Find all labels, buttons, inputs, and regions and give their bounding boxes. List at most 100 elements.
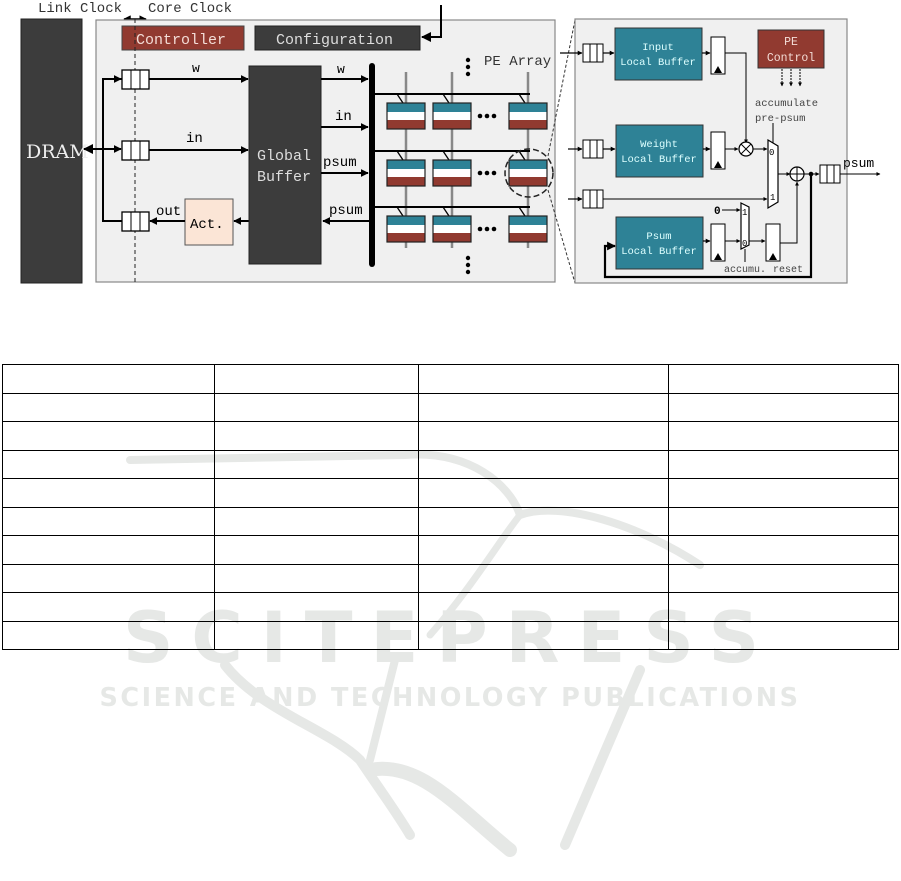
table-cell [418,364,669,394]
table-cell [214,506,419,536]
table-cell [418,506,669,536]
global-buffer-label-line1: Global [257,148,311,165]
table-cell [668,449,899,479]
adder-icon [789,166,805,182]
table-cell [668,535,899,565]
table-cell [668,506,899,536]
table-cell [214,364,419,394]
table-cell [668,592,899,622]
pe-tap-line [518,93,526,104]
mux-bottom-input-1: 1 [742,208,747,218]
watermark-swoosh [366,656,399,764]
weight-buffer-label-line1: Weight [640,139,678,151]
zero-constant: 0 [714,206,721,218]
table-row [2,592,899,622]
watermark-subtitle: SCIENCE AND TECHNOLOGY PUBLICATIONS [100,683,801,713]
pe-tap-line [396,206,404,217]
w-label-left: w [192,61,200,76]
weight-register [710,131,726,170]
processing-element [432,215,472,243]
pe-array-label: PE Array [484,54,551,70]
table-cell [214,392,419,422]
pe-input-fifo [582,43,604,63]
mux-top-input-1: 1 [770,193,775,203]
pe-control-label-line1: PE [784,36,798,49]
table-cell [214,563,419,593]
table-cell [214,421,419,451]
configuration-block [254,25,421,51]
table-row [2,620,899,650]
accumulator-register [765,223,781,262]
dram-label: DRAM [26,141,89,163]
accumulate-label: accumulate [755,98,818,110]
table-cell [214,592,419,622]
configuration-label: Configuration [276,32,393,49]
link-clock-label: Link Clock [38,1,122,17]
input-register [710,36,726,75]
pe-output-psum-label: psum [843,156,874,171]
weight-local-buffer [615,124,704,178]
pe-highlight-circle [504,148,554,198]
table-cell [2,535,215,565]
activation-label: Act. [190,217,224,233]
processing-element [508,102,548,130]
table-cell [668,364,899,394]
in-label-left: in [186,131,203,147]
configuration-input-arrow [421,5,442,42]
reset-label: reset [773,265,803,276]
processing-element [432,102,472,130]
pe-tap-line [396,93,404,104]
table-cell [2,563,215,593]
reset-mux [740,202,750,250]
table-cell [418,449,669,479]
pe-tap-line [442,93,450,104]
table-cell [2,592,215,622]
fifo-in [121,140,150,161]
weight-buffer-label-line2: Local Buffer [621,154,697,166]
table-cell [214,620,419,650]
table-cell [668,392,899,422]
table-cell [418,535,669,565]
watermark-swoosh [363,761,517,857]
pe-tap-line [518,206,526,217]
controller-block [121,25,245,51]
input-buffer-label-line1: Input [642,42,674,54]
processing-element [386,102,426,130]
pe-tap-line [442,206,450,217]
table-cell [2,478,215,508]
table-cell [214,449,419,479]
psum-register [710,223,726,262]
table-cell [418,620,669,650]
processing-element [386,215,426,243]
accumulator-to-adder [780,181,799,244]
pe-psum-in-fifo [582,189,604,209]
table-cell [214,535,419,565]
pe-output-fifo [819,164,841,184]
dram-block [20,18,83,284]
pe-tap-line [518,150,526,161]
psum-buffer-label-line1: Psum [646,231,671,243]
psum-buffer-label-line2: Local Buffer [621,246,697,258]
table-cell [2,506,215,536]
table-cell [668,563,899,593]
table-row [2,392,899,422]
input-local-buffer [614,27,703,81]
processing-element [386,159,426,187]
table-cell [418,592,669,622]
table-row [2,506,899,536]
table-cell [214,478,419,508]
table-row [2,563,899,593]
table-cell [418,421,669,451]
table-cell [2,449,215,479]
table-cell [418,563,669,593]
fifo-out [121,211,150,232]
pe-tap-line [396,150,404,161]
table-cell [418,392,669,422]
pre-psum-label: pre-psum [755,113,805,125]
pe-row-ellipsis [477,170,497,176]
table-cell [418,478,669,508]
table-cell [668,421,899,451]
watermark-swoosh [560,665,645,850]
processing-element [508,215,548,243]
pe-control-label-line2: Control [767,52,815,65]
